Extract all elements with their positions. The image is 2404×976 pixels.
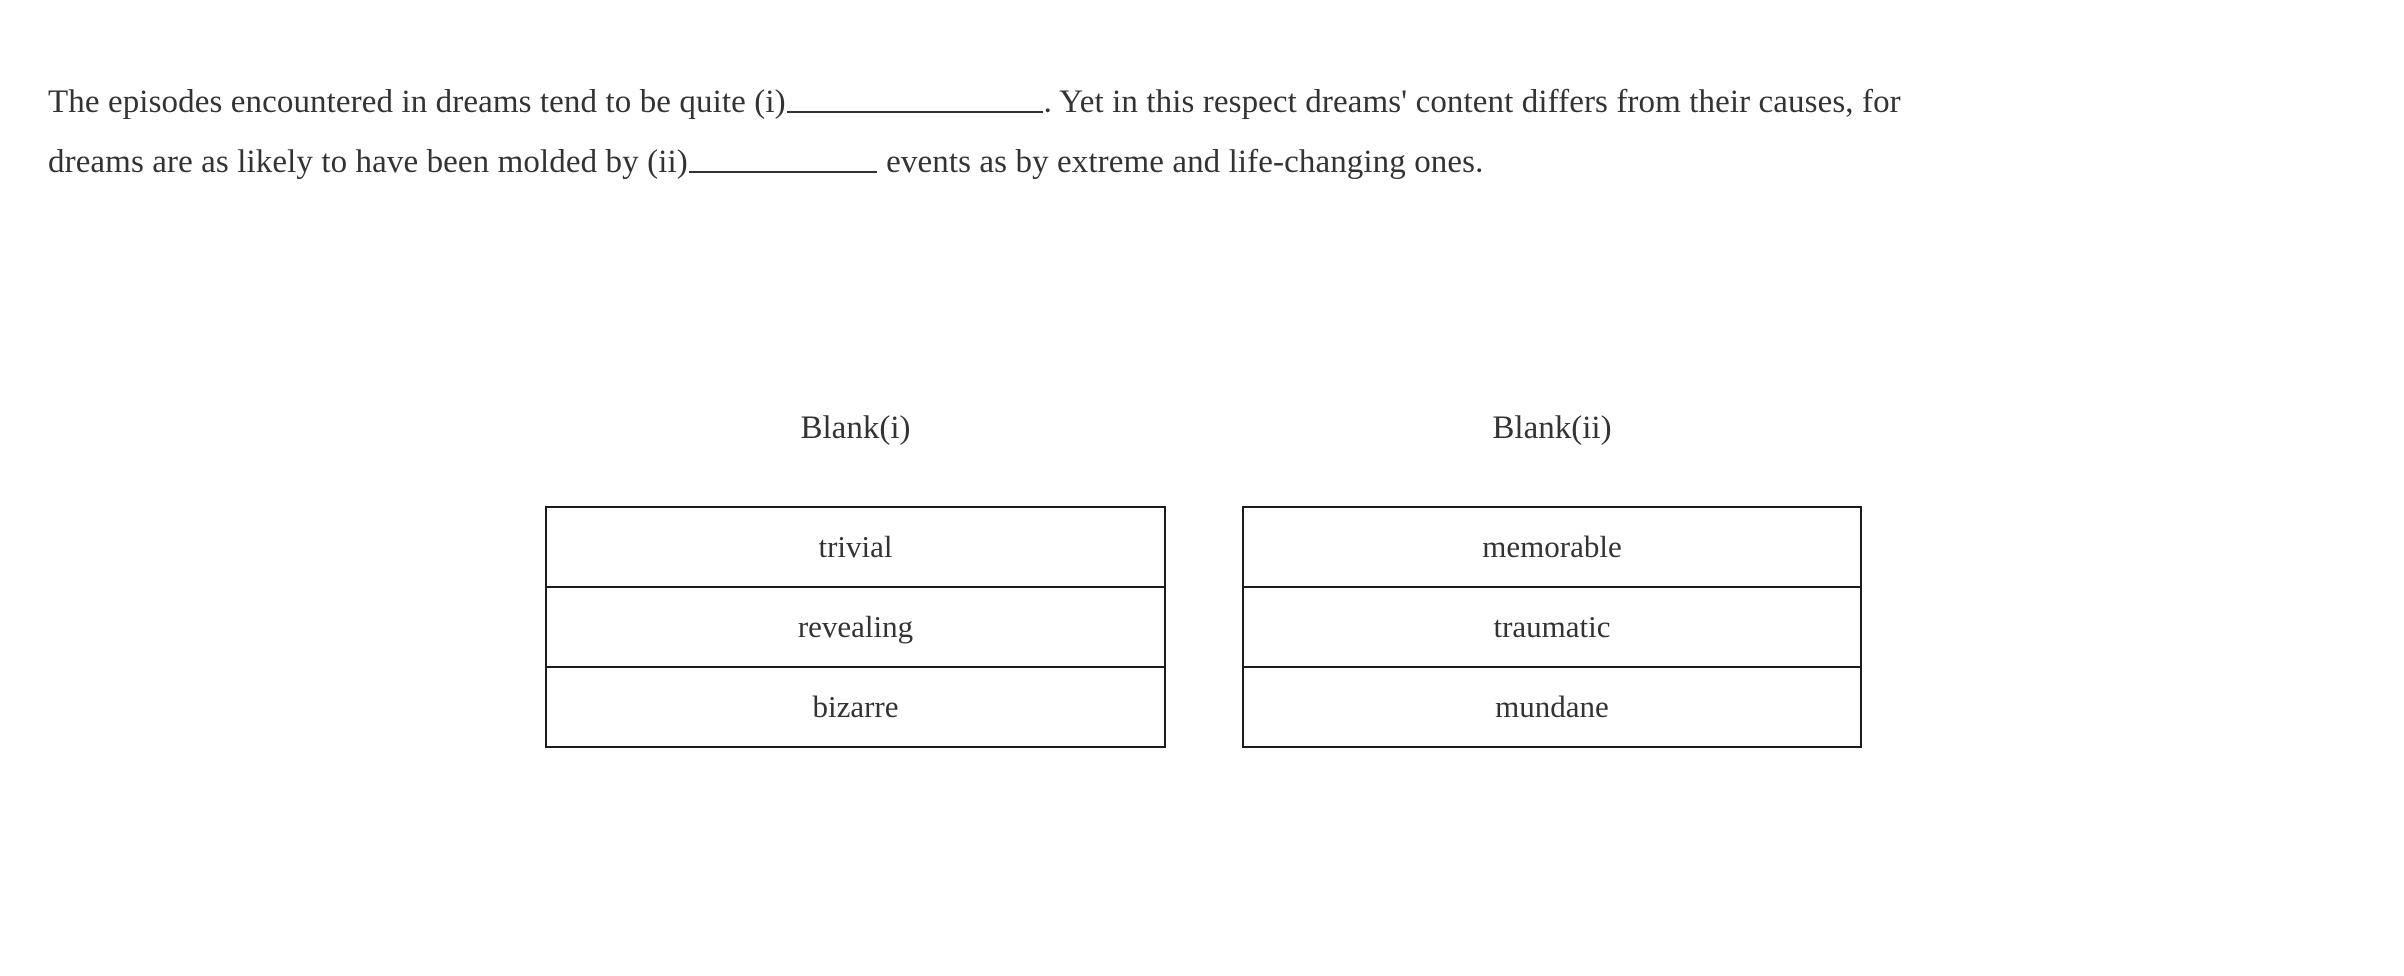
passage-line-1: The episodes encountered in dreams tend … <box>48 72 2364 132</box>
passage-line-2-text-before-blank: dreams are as likely to have been molded… <box>48 144 688 180</box>
table-row: traumatic <box>1243 586 1861 668</box>
answer-group-blank-i-header: Blank(i) <box>800 410 911 446</box>
answer-group-blank-i: Blank(i) trivial revealing bizarre <box>545 406 1166 748</box>
question-passage: The episodes encountered in dreams tend … <box>48 72 2364 192</box>
answer-group-blank-ii-header: Blank(ii) <box>1492 410 1612 446</box>
answer-table-blank-i: trivial revealing bizarre <box>545 506 1166 748</box>
answer-option-blank-ii-3[interactable]: mundane <box>1243 666 1861 747</box>
answer-group-blank-ii: Blank(ii) memorable traumatic mundane <box>1242 406 1862 748</box>
passage-line-1-text-before-blank: The episodes encountered in dreams tend … <box>48 84 786 120</box>
answer-table-blank-ii: memorable traumatic mundane <box>1242 506 1862 748</box>
table-row: revealing <box>546 586 1165 668</box>
table-row: trivial <box>546 507 1165 588</box>
blank-i-rule <box>786 80 1043 113</box>
answer-option-blank-i-3[interactable]: bizarre <box>546 666 1165 747</box>
answer-option-blank-i-1[interactable]: trivial <box>546 507 1165 588</box>
table-row: mundane <box>1243 666 1861 747</box>
passage-line-1-text-after-blank: . Yet in this respect dreams' content di… <box>1043 84 1901 120</box>
answer-option-blank-ii-1[interactable]: memorable <box>1243 507 1861 588</box>
passage-line-2: dreams are as likely to have been molded… <box>48 132 2364 192</box>
answer-option-blank-i-2[interactable]: revealing <box>546 586 1165 668</box>
table-row: bizarre <box>546 666 1165 747</box>
passage-line-2-text-after-blank: events as by extreme and life-changing o… <box>877 144 1484 180</box>
blank-ii-rule <box>688 140 877 173</box>
table-row: memorable <box>1243 507 1861 588</box>
answer-option-blank-ii-2[interactable]: traumatic <box>1243 586 1861 668</box>
